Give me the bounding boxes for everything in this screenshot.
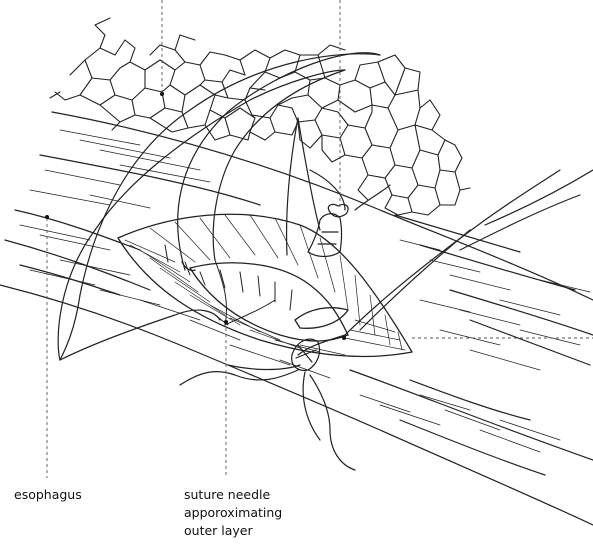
muscle-fibers	[19, 129, 591, 453]
label-suture-needle-line2: apporoximating	[184, 505, 283, 520]
marker-dot-needle	[224, 320, 228, 324]
fatty-tissue-network	[49, 17, 471, 216]
esophagus-tube	[0, 111, 593, 526]
label-suture-needle-line3: outer layer	[184, 523, 253, 538]
annotation-leaders	[45, 0, 593, 478]
needle-thread-lines	[214, 259, 276, 326]
suture-threads	[57, 52, 561, 471]
label-suture-needle: suture needle apporoximating outer layer	[184, 486, 282, 540]
suture-needle	[181, 261, 349, 329]
inner-layer-stitches	[164, 244, 293, 326]
marker-dot-fat	[160, 92, 164, 96]
marker-dot-esophagus	[45, 215, 49, 219]
suture-knot-lower	[291, 338, 321, 371]
incision-edge-fibers	[124, 214, 406, 356]
label-suture-needle-line1: suture needle	[184, 487, 271, 502]
suture-knot-upper	[307, 203, 349, 258]
marker-dot-mucosa	[342, 336, 346, 340]
label-esophagus: esophagus	[14, 487, 82, 502]
